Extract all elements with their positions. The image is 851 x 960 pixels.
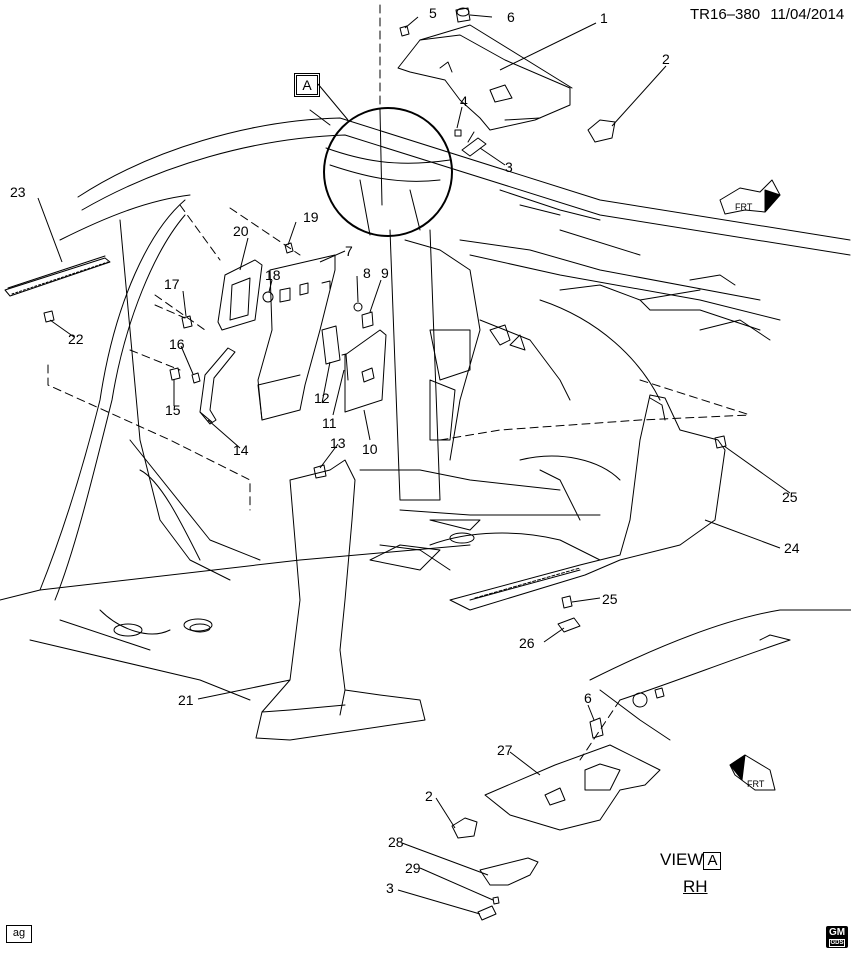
callout-27: 27 bbox=[497, 742, 513, 758]
callout-25-lower: 25 bbox=[602, 591, 618, 607]
callout-2: 2 bbox=[662, 51, 670, 67]
callout-5: 5 bbox=[429, 5, 437, 21]
part-6-clip-rh bbox=[589, 717, 604, 739]
gm-logo-sub: GDS bbox=[829, 939, 845, 947]
callout-12: 12 bbox=[314, 390, 330, 406]
part-1-upper-trim bbox=[397, 24, 573, 131]
callout-4: 4 bbox=[460, 93, 468, 109]
ag-badge: ag bbox=[6, 925, 32, 943]
callout-13: 13 bbox=[330, 435, 346, 451]
callout-18: 18 bbox=[265, 267, 281, 283]
part-24-rear-trim bbox=[449, 394, 726, 611]
callout-20: 20 bbox=[233, 223, 249, 239]
part-15-clip bbox=[169, 367, 181, 381]
part-29-screw bbox=[492, 896, 500, 905]
view-caption-letter: A bbox=[703, 852, 722, 870]
part-17-clip bbox=[181, 315, 193, 329]
part-3-bracket-rh bbox=[477, 905, 497, 921]
callout-2-rh: 2 bbox=[425, 788, 433, 804]
reference-dashed-lines bbox=[47, 4, 751, 761]
callout-17: 17 bbox=[164, 276, 180, 292]
part-23-sill-strip bbox=[4, 255, 111, 297]
view-a-body-section bbox=[589, 609, 851, 741]
view-a-detail-circle bbox=[309, 107, 453, 237]
callout-1: 1 bbox=[600, 10, 608, 26]
view-a-marker: A bbox=[294, 73, 320, 97]
callout-21: 21 bbox=[178, 692, 194, 708]
part-25-clip bbox=[714, 435, 727, 449]
gm-logo-text: GM bbox=[828, 927, 846, 938]
view-caption-prefix: VIEW bbox=[660, 850, 704, 869]
part-9-clip bbox=[361, 311, 374, 329]
diagram-header: TR16–380 11/04/2014 bbox=[690, 6, 844, 23]
callout-24: 24 bbox=[784, 540, 800, 556]
part-5-screw bbox=[399, 25, 410, 37]
callout-29: 29 bbox=[405, 860, 421, 876]
callout-19: 19 bbox=[303, 209, 319, 225]
view-a-marker-letter: A bbox=[302, 77, 312, 93]
part-16-screw bbox=[191, 372, 201, 384]
callout-8: 8 bbox=[363, 265, 371, 281]
part-2-cap-rh bbox=[451, 817, 478, 839]
doc-date: 11/04/2014 bbox=[770, 6, 845, 23]
front-arrow-label-lower: FRT bbox=[747, 779, 765, 789]
part-22-clip bbox=[43, 310, 55, 323]
part-10-trim bbox=[344, 329, 387, 413]
part-20-bracket bbox=[217, 259, 263, 331]
callout-6-rh: 6 bbox=[584, 690, 592, 706]
callout-14: 14 bbox=[233, 442, 249, 458]
callout-3: 3 bbox=[505, 159, 513, 175]
leader-lines bbox=[37, 14, 791, 915]
part-27-upper-trim-rh bbox=[484, 744, 661, 831]
view-side-label: RH bbox=[683, 877, 708, 896]
doc-id: TR16–380 bbox=[690, 6, 761, 23]
part-14-assist-handle bbox=[199, 347, 236, 425]
callout-7: 7 bbox=[345, 243, 353, 259]
vehicle-body-outline bbox=[0, 117, 851, 701]
part-7-pillar-upper-panel bbox=[257, 254, 336, 421]
callout-3-rh: 3 bbox=[386, 880, 394, 896]
callout-23: 23 bbox=[10, 184, 26, 200]
part-3-bracket bbox=[461, 131, 487, 157]
callout-10: 10 bbox=[362, 441, 378, 457]
part-6-clip bbox=[455, 7, 471, 23]
callout-15: 15 bbox=[165, 402, 181, 418]
callout-22: 22 bbox=[68, 331, 84, 347]
front-arrow-icon bbox=[719, 179, 781, 215]
front-arrow-icon-lower bbox=[729, 754, 776, 791]
part-13-clip bbox=[313, 464, 327, 479]
callout-6: 6 bbox=[507, 9, 515, 25]
front-arrow-labels: FRT FRT bbox=[735, 202, 765, 789]
callout-9: 9 bbox=[381, 265, 389, 281]
part-28-handle bbox=[479, 857, 539, 886]
callout-11: 11 bbox=[322, 415, 337, 431]
part-18-nut bbox=[262, 291, 274, 303]
callout-labels: 1 2 3 4 5 6 7 8 9 10 11 12 13 14 15 16 1… bbox=[10, 5, 800, 896]
part-21-pillar-lower-trim bbox=[255, 459, 426, 741]
callout-26: 26 bbox=[519, 635, 535, 651]
part-25-clip-lower bbox=[561, 595, 573, 609]
front-arrow-label: FRT bbox=[735, 202, 753, 212]
callout-28: 28 bbox=[388, 834, 404, 850]
part-4-nut bbox=[454, 129, 462, 137]
part-12-clip bbox=[321, 325, 341, 365]
callout-16: 16 bbox=[169, 336, 185, 352]
part-2-cap bbox=[587, 119, 616, 143]
gm-logo: GM GDS bbox=[826, 926, 848, 948]
callout-25: 25 bbox=[782, 489, 798, 505]
part-8-nut bbox=[353, 302, 363, 312]
part-19-screw bbox=[284, 242, 294, 254]
